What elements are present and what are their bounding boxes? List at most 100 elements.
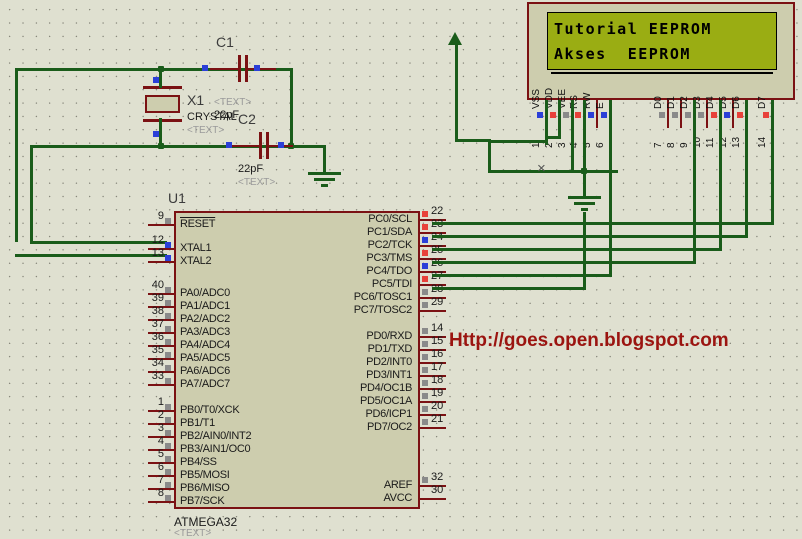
c2-value-label: 22pF <box>238 163 264 175</box>
lcd-pin-square <box>601 112 607 118</box>
lcd-pin-square <box>737 112 743 118</box>
lcd-pin-name: D6 <box>731 96 742 109</box>
mcu-right-pin-name: PC4/TDO <box>366 265 412 277</box>
mcu-left-pin-line <box>148 371 176 373</box>
mcu-right-pin-line <box>418 232 446 234</box>
mcu-left-pin-square <box>165 255 171 261</box>
mcu-left-pin-name: PA6/ADC6 <box>180 365 230 377</box>
crystal-body[interactable] <box>145 95 180 113</box>
lcd-pin-square <box>685 112 691 118</box>
mcu-left-pin-number: 33 <box>151 370 164 382</box>
ground-bar-2-left <box>314 178 335 181</box>
wire-lcd-vee-bottom <box>455 139 491 142</box>
mcu-right-pin-line <box>418 284 446 286</box>
wire-xtal1-to-pin13 <box>15 254 167 257</box>
lcd-pin-square <box>537 112 543 118</box>
mcu-right-pin-line <box>418 336 446 338</box>
mcu-right-pin-name: AVCC <box>383 492 412 504</box>
mcu-left-pin-name: PA7/ADC7 <box>180 378 230 390</box>
lcd-pin-name: D1 <box>666 96 677 109</box>
mcu-left-pin-line <box>148 332 176 334</box>
mcu-left-pin-name: XTAL2 <box>180 255 212 267</box>
lcd-pin-square <box>575 112 581 118</box>
wire-pc5-to-rs <box>432 287 586 290</box>
lcd-pin-name: D7 <box>757 96 768 109</box>
mcu-left-pin-name: PA5/ADC5 <box>180 352 230 364</box>
mcu-left-pin-name: PA1/ADC1 <box>180 300 230 312</box>
wire-rs-riser <box>583 212 586 290</box>
wire-d4-riser <box>693 100 696 264</box>
mcu-left-pin-square <box>165 287 171 293</box>
wire-lcd-gnd-stem <box>583 170 586 196</box>
c1-text-label: <TEXT> <box>214 97 252 108</box>
mcu-right-pin-name: PD5/OC1A <box>359 395 412 407</box>
wire-e-riser <box>609 100 612 277</box>
mcu-right-pin-line <box>418 485 446 487</box>
c2-lead-left <box>231 145 259 147</box>
mcu-left-pin-name: PB6/MISO <box>180 482 230 494</box>
mcu-right-pin-number: 18 <box>431 374 444 386</box>
mcu-left-pin-square <box>165 313 171 319</box>
crystal-plate-top <box>143 86 182 89</box>
mcu-left-pin-line <box>148 475 176 477</box>
lcd-pin-number: 14 <box>757 136 768 148</box>
lcd-pin-square <box>698 112 704 118</box>
lcd-pin-name: E <box>595 102 606 109</box>
mcu-left-pin-line <box>148 319 176 321</box>
mcu-left-pin-number: 9 <box>157 210 164 222</box>
mcu-right-pin-name: PD0/RXD <box>366 330 412 342</box>
lcd-pin-number: 6 <box>595 142 606 148</box>
mcu-left-pin-name: RESET <box>180 218 216 230</box>
mcu-left-pin-number: 36 <box>151 331 164 343</box>
mcu-left-pin-number: 39 <box>151 292 164 304</box>
crystal-text-label: <TEXT> <box>187 125 225 136</box>
crystal-plate-bottom <box>143 119 182 122</box>
mcu-left-pin-square <box>165 365 171 371</box>
c1-plate-left <box>238 55 241 82</box>
c1-plate-right <box>245 55 248 82</box>
ground-bar-3-left <box>321 184 328 187</box>
junction-xtal-bottom <box>158 143 164 149</box>
mcu-body[interactable] <box>174 211 420 509</box>
mcu-left-pin-square <box>165 352 171 358</box>
crystal-pin-2-square <box>153 131 159 137</box>
mcu-left-pin-line <box>148 488 176 490</box>
mcu-right-pin-line <box>418 349 446 351</box>
mcu-right-pin-name: PC1/SDA <box>367 226 412 238</box>
mcu-left-pin-line <box>148 410 176 412</box>
mcu-left-pin-name: PB0/T0/XCK <box>180 404 240 416</box>
mcu-left-pin-square <box>165 218 171 224</box>
lcd-line-1: Tutorial EEPROM <box>554 20 712 38</box>
mcu-right-pin-line <box>418 427 446 429</box>
lcd-pin-square <box>588 112 594 118</box>
lcd-body[interactable]: Tutorial EEPROM Akses EEPROM <box>527 2 795 100</box>
mcu-right-pin-square <box>422 276 428 282</box>
mcu-left-pin-line <box>148 345 176 347</box>
mcu-left-pin-line <box>148 293 176 295</box>
mcu-right-pin-line <box>418 297 446 299</box>
wire-lcd-vss-down <box>545 100 548 145</box>
crystal-reference-label: X1 <box>187 92 205 108</box>
wire-d5-riser <box>719 100 722 251</box>
mcu-right-pin-line <box>418 258 446 260</box>
mcu-right-pin-square <box>422 393 428 399</box>
mcu-right-pin-name: PD1/TXD <box>367 343 413 355</box>
mcu-right-pin-line <box>418 401 446 403</box>
mcu-right-pin-square <box>422 302 428 308</box>
c2-pin-1-square <box>226 142 232 148</box>
lcd-pin-square <box>763 112 769 118</box>
wire-pc3-to-d4 <box>432 261 696 264</box>
mcu-right-pin-line <box>418 498 446 500</box>
mcu-left-pin-square <box>165 404 171 410</box>
wire-pc2-to-d5 <box>432 248 722 251</box>
crystal-lead-top <box>159 68 162 88</box>
c2-reference-label: C2 <box>238 111 256 127</box>
lcd-pin-name: D2 <box>679 96 690 109</box>
mcu-right-pin-name: PD6/ICP1 <box>365 408 412 420</box>
wire-rw-to-gnd <box>571 100 574 172</box>
mcu-left-pin-square <box>165 443 171 449</box>
mcu-left-pin-name: PA0/ADC0 <box>180 287 230 299</box>
mcu-left-pin-line <box>148 436 176 438</box>
mcu-part-label: ATMEGA32 <box>174 515 238 529</box>
mcu-left-pin-line <box>148 248 176 250</box>
